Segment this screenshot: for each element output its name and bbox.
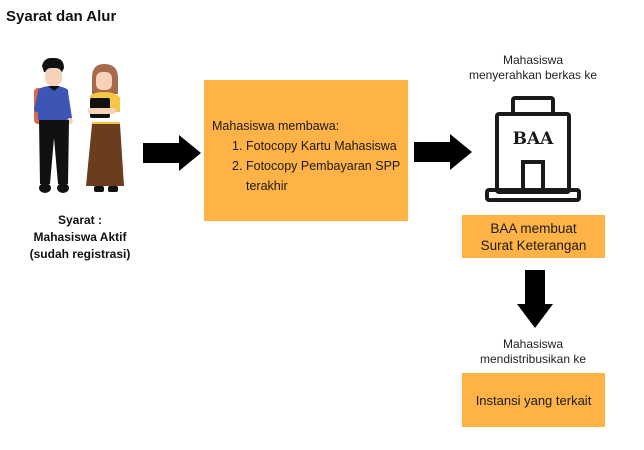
requirement-label: Syarat : — [57, 213, 103, 227]
building-label: BAA — [513, 129, 555, 149]
requirement-text: Syarat : Mahasiswa Aktif (sudah registra… — [10, 212, 150, 263]
distribute-caption-line1: Mahasiswa — [502, 337, 564, 351]
office-building-icon: BAA — [485, 96, 581, 202]
arrow-right-icon — [414, 134, 472, 170]
distribute-caption: Mahasiswa mendistribusikan ke — [448, 337, 618, 367]
document-item: 1. Fotocopy Kartu Mahasiswa — [232, 136, 402, 156]
submit-caption-line2: menyerahkan berkas ke — [468, 68, 598, 82]
students-illustration — [34, 58, 124, 193]
baa-line1: BAA membuat — [490, 220, 577, 236]
submit-caption: Mahasiswa menyerahkan berkas ke — [448, 53, 618, 83]
step-bring-documents-box: Mahasiswa membawa: 1. Fotocopy Kartu Mah… — [204, 80, 408, 221]
submit-caption-line1: Mahasiswa — [502, 53, 564, 67]
document-item-number: 2. — [232, 159, 243, 173]
document-item-text: Fotocopy Pembayaran SPP terakhir — [246, 159, 401, 193]
step-institution-box: Instansi yang terkait — [462, 373, 605, 427]
document-item-number: 1. — [232, 139, 243, 153]
requirement-registered: (sudah registrasi) — [29, 247, 131, 261]
arrow-down-icon — [517, 270, 553, 328]
boy-figure — [34, 58, 73, 193]
step-bring-heading: Mahasiswa membawa: — [212, 119, 340, 133]
page-title: Syarat dan Alur — [6, 8, 117, 25]
requirement-active-student: Mahasiswa Aktif — [33, 230, 127, 244]
baa-line2: Surat Keterangan — [480, 237, 587, 253]
girl-figure — [86, 64, 124, 192]
document-item: 2. Fotocopy Pembayaran SPP terakhir — [232, 156, 402, 196]
document-list: 1. Fotocopy Kartu Mahasiswa 2. Fotocopy … — [212, 136, 402, 196]
step-baa-letter-box: BAA membuat Surat Keterangan — [462, 215, 605, 258]
distribute-caption-line2: mendistribusikan ke — [479, 352, 587, 366]
arrow-right-icon — [143, 135, 201, 171]
institution-label: Instansi yang terkait — [475, 392, 592, 408]
document-item-text: Fotocopy Kartu Mahasiswa — [246, 139, 397, 153]
